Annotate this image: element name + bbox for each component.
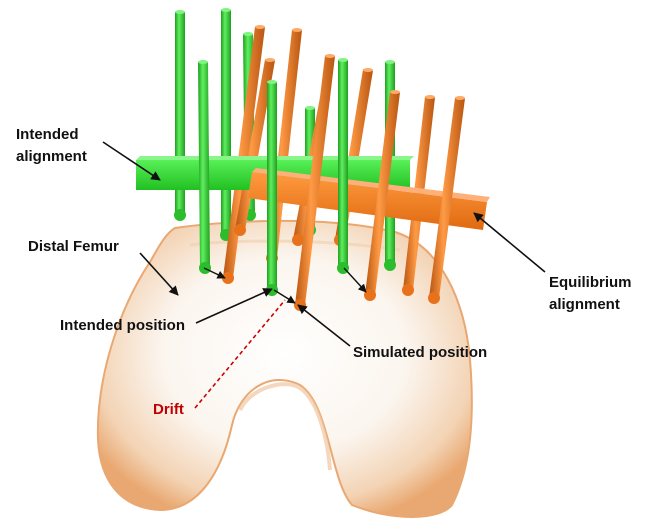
pin-tip [174, 209, 186, 221]
pin-top [338, 58, 348, 62]
pin-shaft [221, 10, 231, 235]
label-equilibrium-alignment-line1: Equilibrium [549, 274, 632, 291]
pin-tip [266, 284, 278, 296]
label-simulated-position: Simulated position [353, 344, 487, 361]
pin-top [221, 8, 231, 12]
pin-tip [428, 292, 440, 304]
label-intended-alignment-line1: Intended [16, 126, 79, 143]
pin-top [265, 58, 275, 62]
intended-pin-1 [220, 8, 232, 241]
intended-pin-4 [266, 80, 278, 296]
pin-top [425, 95, 435, 99]
pin-shaft [198, 62, 210, 268]
label-intended-position: Intended position [60, 317, 185, 334]
pin-tip [384, 259, 396, 271]
pin-shaft [338, 60, 348, 268]
label-intended-alignment-line2: alignment [16, 148, 87, 165]
pin-shaft [267, 82, 277, 290]
pin-top [175, 10, 185, 14]
pin-top [267, 80, 277, 84]
pin-top [455, 96, 465, 100]
pin-tip [292, 234, 304, 246]
label-drift: Drift [153, 401, 184, 418]
pin-top [325, 54, 335, 58]
leader-equilibrium-alignment [474, 213, 545, 272]
pin-top [390, 90, 400, 94]
pin-top [255, 25, 265, 29]
pin-top [198, 60, 208, 64]
label-distal-femur: Distal Femur [28, 238, 119, 255]
pin-top [305, 106, 315, 110]
pin-top [363, 68, 373, 72]
pin-top [243, 32, 253, 36]
pin-top [385, 60, 395, 64]
pin-tip [234, 224, 246, 236]
pin-top [292, 28, 302, 32]
label-equilibrium-alignment-line2: alignment [549, 296, 620, 313]
intended-pin-6 [337, 58, 349, 274]
pin-tip [402, 284, 414, 296]
